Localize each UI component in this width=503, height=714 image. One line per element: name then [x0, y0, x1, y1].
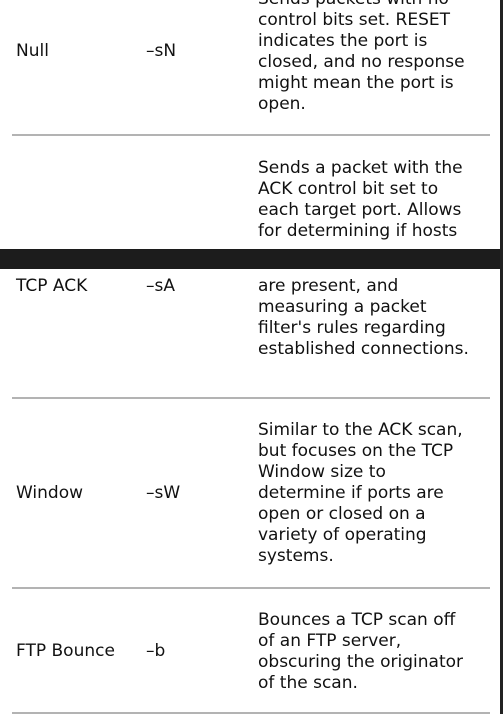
window-description-line: Window size to: [258, 462, 386, 482]
null-scan-name: Null: [16, 41, 49, 61]
tcp-ack-description-line: Sends a packet with the: [258, 158, 463, 178]
window-description-line: systems.: [258, 546, 334, 566]
window-scan-name: Window: [16, 483, 84, 503]
page-break-bar: [0, 249, 503, 269]
row-divider: [12, 397, 490, 399]
tcp-ack-description-line: established connections.: [258, 339, 469, 359]
tcp-ack-description-line: each target port. Allows: [258, 200, 462, 220]
row-divider: [12, 712, 490, 714]
window-description-line: open or closed on a: [258, 504, 426, 524]
row-divider: [12, 134, 490, 136]
page-bottom-section: TCP ACK –sA are present, and measuring a…: [0, 269, 500, 714]
row-divider: [12, 587, 490, 589]
window-option: –sW: [146, 483, 181, 503]
window-description-line: determine if ports are: [258, 483, 444, 503]
null-description-line: closed, and no response: [258, 52, 465, 72]
window-description-line: variety of operating: [258, 525, 427, 545]
tcp-ack-description-top: Sends a packet with the ACK control bit …: [258, 158, 490, 242]
ftp-bounce-description-line: Bounces a TCP scan off: [258, 610, 456, 630]
ftp-bounce-description: Bounces a TCP scan off of an FTP server,…: [258, 610, 490, 694]
null-description-line: control bits set. RESET: [258, 10, 451, 30]
tcp-ack-description-line: for determining if hosts: [258, 221, 458, 241]
null-description-line: indicates the port is: [258, 31, 428, 51]
null-description-line: open.: [258, 94, 306, 114]
null-description-line: Sends packets with no: [258, 0, 490, 10]
tcp-ack-description-bottom: are present, and measuring a packet filt…: [258, 276, 490, 360]
ftp-bounce-scan-name: FTP Bounce: [16, 641, 115, 661]
page-top-section: Sends packets with no control bits set. …: [0, 0, 500, 249]
tcp-ack-description-line: ACK control bit set to: [258, 179, 439, 199]
tcp-ack-description-line: are present, and: [258, 276, 399, 296]
null-description: Sends packets with no control bits set. …: [258, 0, 490, 115]
window-description: Similar to the ACK scan, but focuses on …: [258, 420, 490, 567]
null-description-line: might mean the port is: [258, 73, 454, 93]
ftp-bounce-option: –b: [146, 641, 166, 661]
tcp-ack-description-line: measuring a packet: [258, 297, 427, 317]
tcp-ack-scan-name: TCP ACK: [16, 276, 88, 296]
tcp-ack-option: –sA: [146, 276, 175, 296]
tcp-ack-description-line: filter's rules regarding: [258, 318, 446, 338]
ftp-bounce-description-line: of the scan.: [258, 673, 358, 693]
window-description-line: but focuses on the TCP: [258, 441, 454, 461]
window-description-line: Similar to the ACK scan,: [258, 420, 463, 440]
ftp-bounce-description-line: of an FTP server,: [258, 631, 402, 651]
null-option: –sN: [146, 41, 177, 61]
ftp-bounce-description-line: obscuring the originator: [258, 652, 464, 672]
right-page-edge: [500, 0, 503, 714]
